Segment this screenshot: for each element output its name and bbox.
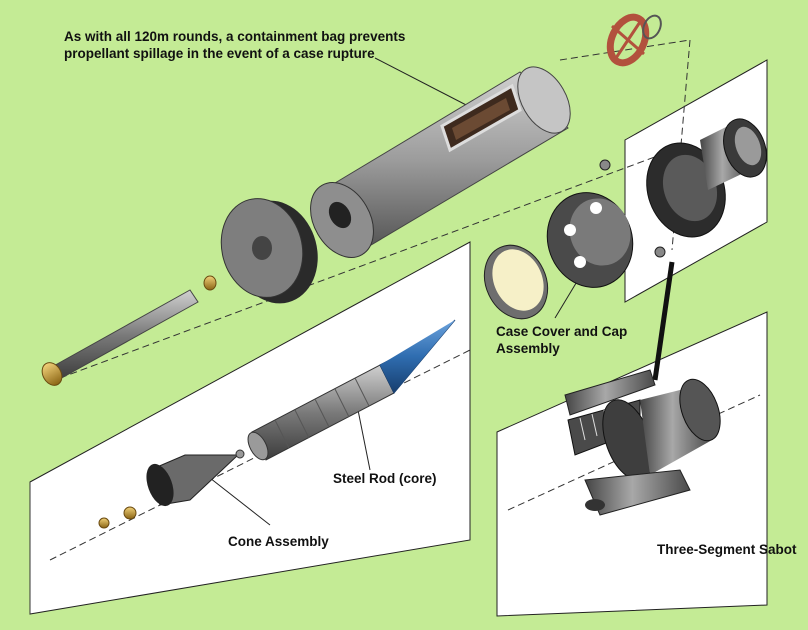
leader-sabot-link [652, 261, 675, 381]
three-segment-sabot [564, 369, 721, 516]
label-cone-assembly: Cone Assembly [228, 534, 329, 549]
nut-small-b [123, 506, 137, 520]
igniter-tube [41, 275, 217, 386]
penetrator-rod [247, 319, 456, 461]
label-three-segment-sabot: Three-Segment Sabot [657, 542, 797, 557]
label-containment-line1: As with all 120m rounds, a containment b… [64, 29, 406, 44]
label-case-cover-line1: Case Cover and Cap [496, 324, 628, 339]
cone-assembly [98, 449, 245, 529]
sabot-rear [646, 118, 767, 238]
label-containment-line2: propellant spillage in the event of a ca… [64, 46, 375, 61]
containment-ring [606, 13, 662, 67]
screw-upper [599, 159, 611, 171]
cartridge-case [310, 66, 571, 258]
case-base [220, 198, 318, 304]
case-cover-ring [483, 244, 549, 320]
leader-containment [374, 57, 473, 109]
label-case-cover-line2: Assembly [496, 341, 560, 356]
label-case-cover-assembly: Case Cover and Cap Assembly [496, 323, 627, 357]
nut-small-a [98, 517, 110, 529]
label-containment-bag: As with all 120m rounds, a containment b… [64, 28, 405, 62]
cap-assembly [546, 192, 634, 288]
label-steel-rod: Steel Rod (core) [333, 471, 437, 486]
screw-lower [654, 246, 666, 258]
leader-cone [209, 477, 271, 526]
axis-upper [59, 154, 661, 379]
lower-left-panel [29, 241, 471, 615]
